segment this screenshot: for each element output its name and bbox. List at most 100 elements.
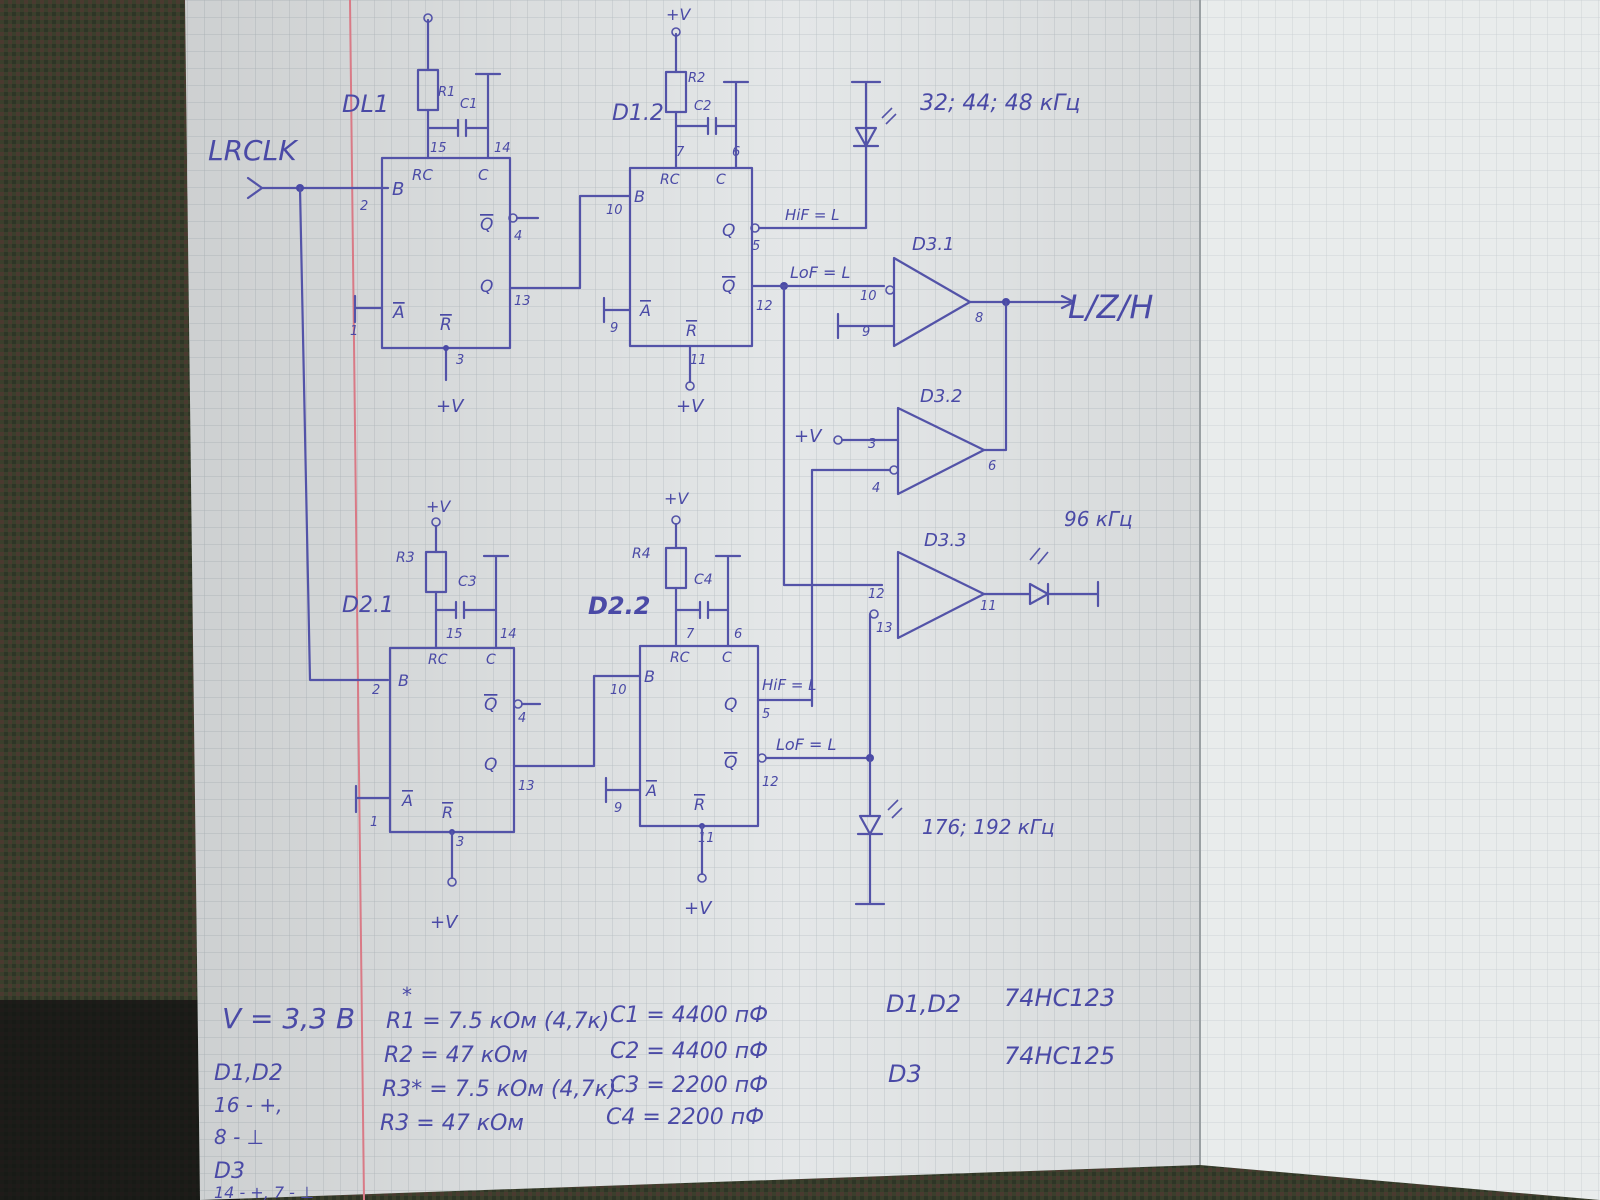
pin-num: 9 — [610, 321, 618, 336]
note-d3-pins: 14 - +, 7 - ⊥ — [214, 1183, 314, 1200]
pin-num: 13 — [514, 294, 531, 309]
pin-a: A — [401, 791, 413, 810]
note-parts-2-name: D3 — [888, 1060, 922, 1088]
note-voltage: V = 3,3 B — [222, 1002, 355, 1035]
pin-a: A — [392, 303, 405, 323]
pin-q: Q — [480, 277, 493, 297]
freq-mid: 96 кГц — [1064, 507, 1133, 531]
pin-c: C — [716, 172, 726, 188]
r-label: R4 — [632, 546, 651, 562]
chip-d1-2: D1.2 B RC C Q Q A R 10 7 6 5 12 9 11 +V … — [602, 5, 788, 417]
pin-r: R — [442, 803, 453, 822]
pin-a: A — [639, 301, 651, 320]
pin-rc: RC — [428, 652, 448, 668]
input-label: LRCLK — [208, 134, 299, 167]
supply: +V — [426, 497, 451, 516]
pin-num: 10 — [610, 683, 627, 698]
pin-num: 10 — [606, 203, 623, 218]
chip-label: D2.1 — [342, 593, 394, 618]
note-parts-1-value: 74HC123 — [1004, 984, 1115, 1012]
pin-nq: Q — [724, 753, 737, 773]
r-label: R1 — [438, 85, 455, 100]
input-lrclk: LRCLK — [208, 134, 390, 682]
buffer-d3-2: D3.2 +V 3 4 6 — [794, 300, 1008, 708]
pin-b: B — [398, 671, 409, 690]
pin-num: 11 — [690, 353, 707, 368]
note-r2: R2 = 47 кОм — [384, 1043, 528, 1068]
led-top: HiF = L 32; 44; 48 кГц — [757, 80, 1080, 230]
pin-num: 10 — [860, 289, 877, 304]
chip-d1-1: DL1 B RC C Q Q A R 2 15 14 4 13 1 3 R1 C… — [342, 13, 540, 417]
pin-b: B — [392, 179, 404, 200]
pin-num: 6 — [988, 459, 996, 474]
pin-c: C — [486, 652, 496, 668]
pin-num: 3 — [456, 835, 464, 850]
pin-rc: RC — [670, 650, 690, 666]
pin-c: C — [722, 650, 732, 666]
pin-num: 15 — [446, 627, 463, 642]
supply: +V — [794, 426, 823, 447]
c-label: C3 — [458, 574, 477, 590]
buffer-d3-1: D3.1 10 9 8 L/Z/H — [836, 234, 1153, 348]
pin-num: 13 — [518, 779, 535, 794]
pin-num: 8 — [975, 311, 983, 326]
pin-num: 3 — [456, 353, 464, 368]
pin-rc: RC — [412, 166, 433, 184]
pin-num: 12 — [868, 587, 885, 602]
freq-bottom: 176; 192 кГц — [922, 815, 1055, 839]
pin-num: 14 — [500, 627, 517, 642]
right-page-grid — [1200, 0, 1600, 1200]
chip-d2-1: D2.1 B RC C Q Q A R 2 15 14 4 13 1 3 +V … — [342, 497, 542, 933]
chip-label: DL1 — [342, 90, 389, 118]
chip-label: D2.2 — [588, 592, 650, 620]
pin-num: 15 — [430, 141, 447, 156]
pin-nq: Q — [484, 695, 497, 715]
pin-num: 6 — [734, 627, 742, 642]
note-parts-1-name: D1,D2 — [886, 990, 961, 1018]
pin-num: 12 — [762, 775, 779, 790]
chip-d2-2: D2.2 B RC C Q Q A R 10 7 6 5 12 9 11 +V … — [588, 489, 779, 919]
r-label: R3 — [396, 550, 415, 566]
pin-c: C — [478, 166, 489, 184]
c-label: C1 — [460, 97, 477, 112]
pin-nq: Q — [480, 215, 493, 235]
buffer-d3-3: D3.3 12 13 11 96 кГц — [868, 507, 1133, 760]
note-r1: R1 = 7.5 кОм (4,7к) — [386, 1009, 609, 1034]
pin-num: 11 — [698, 831, 715, 846]
supply: +V — [684, 898, 713, 919]
pin-num: 3 — [868, 437, 876, 452]
pin-b: B — [634, 187, 645, 206]
signal-hif: HiF = L — [785, 206, 840, 224]
freq-top: 32; 44; 48 кГц — [920, 91, 1080, 116]
pin-num: 7 — [676, 145, 685, 160]
c-label: C4 — [694, 572, 713, 588]
supply: +V — [430, 912, 459, 933]
note-c4: C4 = 2200 пФ — [606, 1105, 764, 1130]
pin-num: 13 — [876, 621, 893, 636]
pin-q: Q — [724, 695, 737, 715]
pin-num: 5 — [752, 239, 760, 254]
pin-rc: RC — [660, 172, 680, 188]
note-d3: D3 — [214, 1159, 245, 1184]
note-parts-2-value: 74HC125 — [1004, 1042, 1115, 1070]
notes: V = 3,3 B D1,D2 16 - +, 8 - ⊥ D3 14 - +,… — [214, 983, 1115, 1200]
pin-a: A — [645, 781, 657, 800]
pin-b: B — [644, 667, 655, 686]
pin-r: R — [694, 795, 705, 814]
led-bottom: 176; 192 кГц — [854, 756, 1055, 906]
pin-r: R — [440, 315, 452, 335]
pin-num: 9 — [862, 325, 870, 340]
pin-q: Q — [722, 221, 735, 241]
note-r4: R3 = 47 кОм — [380, 1111, 524, 1136]
c-label: C2 — [694, 99, 711, 114]
note-d1d2: D1,D2 — [214, 1061, 283, 1086]
note-d1d2-gnd: 8 - ⊥ — [214, 1125, 264, 1149]
pin-num: 1 — [370, 815, 378, 830]
pin-num: 5 — [762, 707, 770, 722]
pin-num: 4 — [518, 711, 526, 726]
pin-nq: Q — [722, 277, 735, 297]
note-d1d2-vcc: 16 - +, — [214, 1093, 283, 1117]
note-star: * — [402, 983, 412, 1007]
supply: +V — [676, 396, 705, 417]
